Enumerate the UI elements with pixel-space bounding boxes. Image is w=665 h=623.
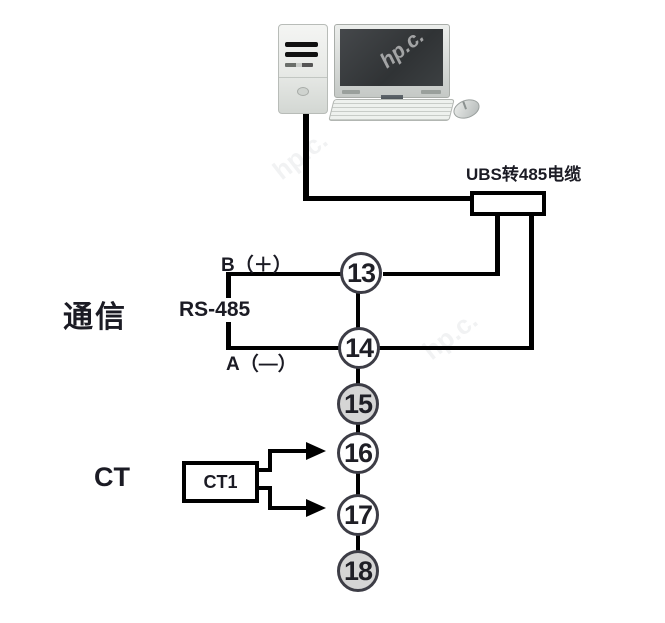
- terminal-16: 16: [337, 432, 379, 474]
- wire-pc-down: [303, 111, 309, 201]
- mouse-image: [450, 95, 483, 123]
- wire-pc-to-box: [303, 196, 473, 201]
- terminal-18: 18: [337, 550, 379, 592]
- pc-tower-image: [278, 24, 328, 114]
- ct1-box: CT1: [182, 461, 259, 503]
- tower-divider: [279, 77, 327, 78]
- terminal-14: 14: [338, 327, 380, 369]
- drive-bay: [285, 42, 318, 47]
- monitor-image: hp.c.: [334, 24, 450, 98]
- arrowhead-17: [306, 499, 326, 517]
- cable-label: UBS转485电缆: [466, 165, 582, 184]
- rs485-label: RS-485: [177, 298, 253, 322]
- line-a-label: A（—）: [226, 354, 297, 375]
- wire-14-15: [356, 366, 360, 386]
- screen-watermark: hp.c.: [375, 29, 429, 73]
- mouse-wheel: [462, 101, 467, 110]
- bezel-detail: [421, 90, 441, 94]
- wire-13-left: [226, 272, 342, 276]
- tower-panel-detail: [285, 63, 313, 67]
- section-label-comm: 通信: [63, 301, 127, 334]
- wire-box-drop-right: [529, 214, 534, 350]
- wire-14-left: [226, 346, 340, 350]
- page-watermark: hp.c.: [416, 304, 484, 366]
- line-b-label: B（＋）: [221, 255, 292, 276]
- wire-ct-up: [268, 449, 272, 472]
- wire-box-drop-left: [495, 214, 500, 274]
- terminal-17: 17: [337, 494, 379, 536]
- wire-ct-to-17: [268, 506, 312, 510]
- usb-485-converter-box: [470, 191, 546, 216]
- drive-bay: [285, 52, 318, 57]
- monitor-screen: hp.c.: [340, 29, 443, 86]
- wire-ct-stub-lower: [257, 486, 272, 490]
- wire-16-17: [356, 472, 360, 496]
- keyboard-image: [328, 99, 455, 121]
- wire-13-right: [383, 272, 500, 276]
- wire-ct-to-16: [268, 449, 312, 453]
- bezel-detail: [342, 90, 360, 94]
- wire-13-14: [356, 290, 360, 330]
- wire-15-16: [356, 422, 360, 434]
- power-button-icon: [297, 87, 309, 96]
- wire-17-18: [356, 533, 360, 552]
- wire-ct-stub-upper: [257, 468, 272, 472]
- page-watermark: hp.c.: [266, 124, 334, 186]
- arrowhead-16: [306, 442, 326, 460]
- terminal-13: 13: [340, 252, 382, 294]
- wire-ct-down: [268, 486, 272, 510]
- ct1-label: CT1: [203, 471, 238, 492]
- terminal-15: 15: [337, 383, 379, 425]
- section-label-ct: CT: [94, 462, 130, 492]
- wire-14-right: [378, 346, 534, 350]
